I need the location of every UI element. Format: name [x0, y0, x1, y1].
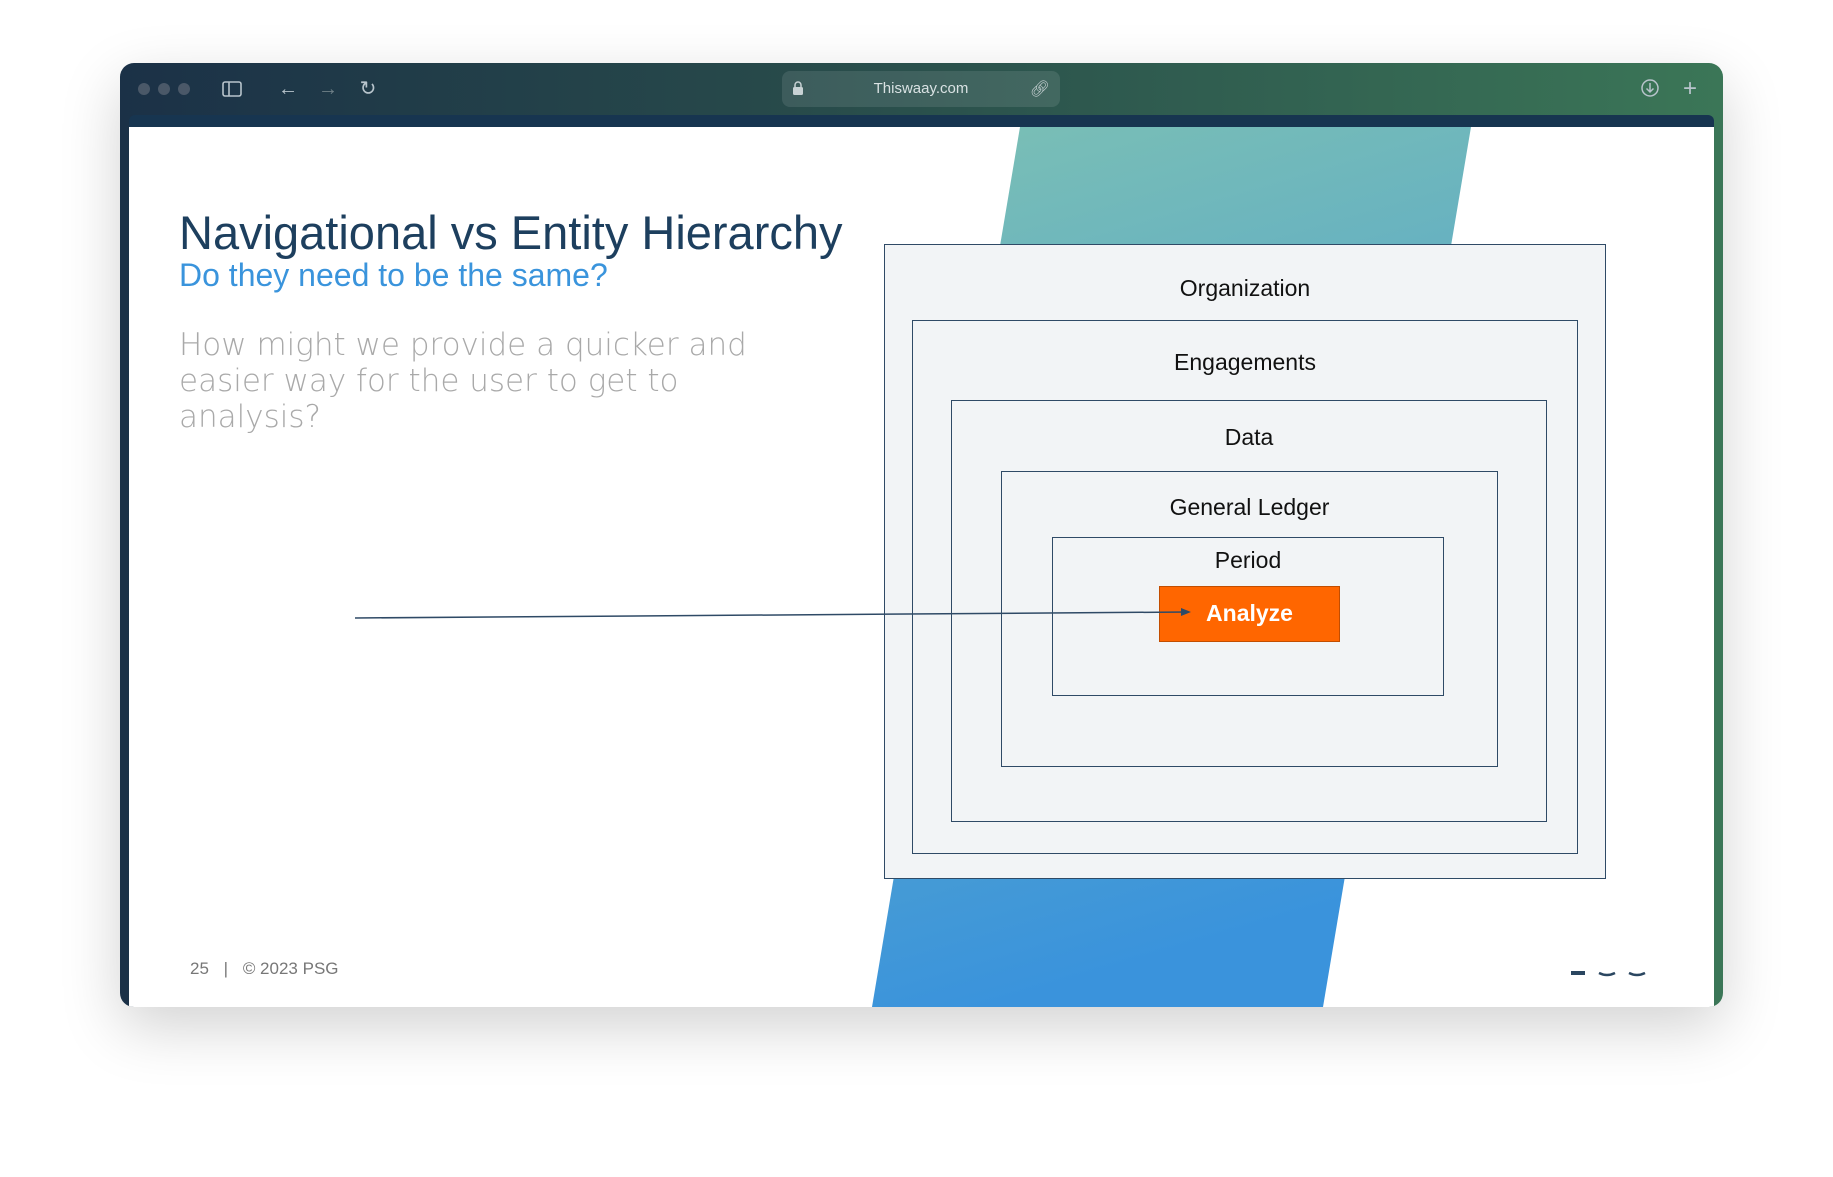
slide-title: Navigational vs Entity Hierarchy [179, 206, 843, 259]
page-top-strip [129, 115, 1714, 127]
new-tab-icon[interactable]: + [1682, 75, 1697, 102]
logo-icon [1571, 971, 1646, 977]
presentation-slide: Navigational vs Entity Hierarchy Do they… [129, 127, 1714, 1007]
link-icon[interactable]: 🔗︎ [1029, 81, 1050, 98]
shortcut-arrow [354, 608, 1191, 619]
organization-label: Organization [1179, 275, 1311, 301]
browser-window: ← → ↻ Thiswaay.com 🔗︎ + Navigational vs … [120, 63, 1723, 1007]
forward-arrow-icon[interactable]: → [318, 78, 338, 100]
page-number: 25 [190, 959, 209, 978]
slide-subtitle: Do they need to be the same? [179, 257, 608, 293]
analyze-button[interactable]: Analyze [1159, 586, 1340, 642]
slide-footer: 25 | © 2023 PSG [190, 959, 339, 979]
url-text: Thiswaay.com [873, 80, 969, 97]
back-arrow-icon[interactable]: ← [278, 78, 298, 100]
period-label: Period [1214, 547, 1282, 573]
lock-icon [792, 80, 804, 99]
minimize-window-button[interactable] [158, 83, 170, 95]
address-bar[interactable]: Thiswaay.com 🔗︎ [782, 71, 1060, 107]
copyright: © 2023 PSG [242, 959, 339, 978]
slide-body-text: How might we provide a quicker and easie… [179, 327, 747, 435]
close-window-button[interactable] [138, 83, 150, 95]
engagements-label: Engagements [1174, 349, 1316, 375]
reload-icon[interactable]: ↻ [359, 78, 377, 100]
footer-separator: | [223, 959, 229, 978]
general-ledger-label: General Ledger [1169, 494, 1330, 520]
browser-toolbar: ← → ↻ Thiswaay.com 🔗︎ + [120, 63, 1723, 115]
sidebar-icon[interactable] [220, 77, 244, 101]
data-label: Data [1224, 424, 1274, 450]
maximize-window-button[interactable] [178, 83, 190, 95]
download-icon[interactable] [1638, 77, 1662, 101]
